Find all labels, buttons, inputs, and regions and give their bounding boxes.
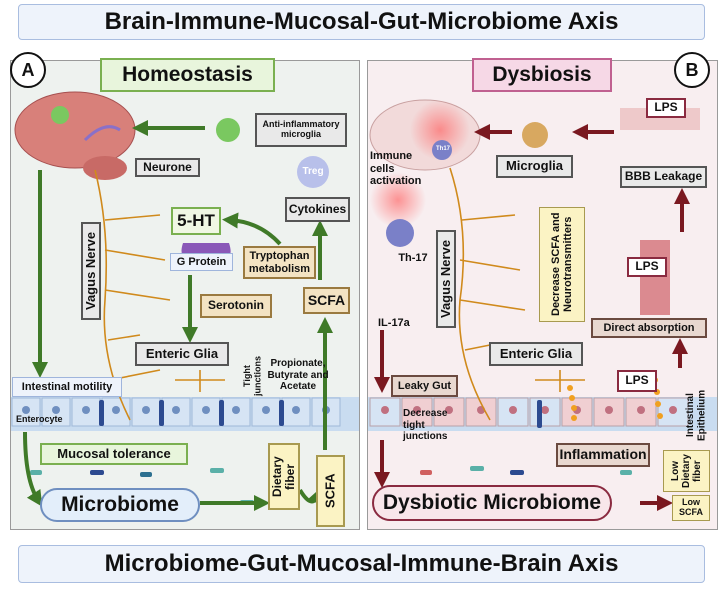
enteric-glia-label-a: Enteric Glia	[135, 342, 229, 366]
tight-junctions-text: Tight junctions	[242, 356, 263, 396]
microbiome-label: Microbiome	[40, 488, 200, 522]
low-scfa-label: Low SCFA	[672, 495, 710, 521]
panel-a-letter: A	[10, 52, 46, 88]
lps-low-label: LPS	[617, 370, 657, 392]
intestinal-epithelium-text: Intestinal Epithelium	[685, 389, 708, 441]
decrease-scfa-label: Decrease SCFA and Neurotransmitters	[539, 207, 585, 322]
dietary-fiber-label: Dietary fiber	[268, 443, 300, 510]
microglia-cell-b	[522, 122, 548, 148]
th17-text: Th-17	[398, 252, 428, 264]
mucosal-tolerance-label: Mucosal tolerance	[40, 443, 188, 465]
enterocyte-text: Enterocyte	[16, 414, 63, 424]
microglia-label: Microglia	[496, 155, 573, 178]
bottom-title: Microbiome-Gut-Mucosal-Immune-Brain Axis	[18, 545, 705, 583]
scfa-label: SCFA	[303, 287, 350, 314]
serotonin-label: Serotonin	[200, 294, 272, 318]
top-title: Brain-Immune-Mucosal-Gut-Microbiome Axis	[18, 4, 705, 40]
lps-mid-label: LPS	[627, 257, 667, 277]
decrease-tight-junctions-text: Decrease tight junctions	[403, 408, 448, 442]
tryptophan-metabolism-label: Tryptophan metabolism	[243, 246, 316, 279]
immune-activation-text: Immune cells activation	[370, 150, 422, 188]
microglia-cell-a	[216, 118, 240, 142]
il17a-text: IL-17a	[378, 317, 410, 329]
green-arrows	[23, 120, 333, 511]
enteric-glia-label-b: Enteric Glia	[489, 342, 583, 366]
vagus-nerve-label-a: Vagus Nerve	[81, 222, 101, 320]
dysbiotic-microbiome-label: Dysbiotic Microbiome	[372, 485, 612, 521]
brain-b-illustration	[369, 99, 481, 228]
anti-inflammatory-microglia-label: Anti-inflammatory microglia	[255, 113, 347, 147]
bbb-leakage-label: BBB Leakage	[620, 166, 707, 188]
cytokines-label: Cytokines	[285, 197, 350, 222]
treg-label: Treg	[302, 166, 324, 177]
epithelium-a	[11, 397, 359, 431]
intestinal-motility-label: Intestinal motility	[12, 377, 122, 397]
vagus-nerve-label-b: Vagus Nerve	[436, 230, 456, 328]
red-arrows	[374, 124, 690, 511]
g-protein-label: G Protein	[170, 253, 233, 271]
direct-absorption-label: Direct absorption	[591, 318, 707, 338]
th17-cell	[386, 219, 414, 247]
scfa-vertical-label: SCFA	[316, 455, 345, 527]
inflammation-label: Inflammation	[556, 443, 650, 467]
treg-cell	[297, 156, 329, 188]
leaky-gut-label: Leaky Gut	[391, 375, 458, 397]
low-dietary-fiber-label: Low Dietary fiber	[663, 450, 710, 492]
lps-top-label: LPS	[646, 98, 686, 118]
epithelium-b	[368, 377, 717, 431]
neurone-label: Neurone	[135, 158, 200, 177]
5ht-label: 5-HT	[171, 207, 221, 235]
brain-a-illustration	[14, 91, 136, 180]
bacteria-b	[420, 466, 632, 475]
panel-b-letter: B	[674, 52, 710, 88]
scfa-types-text: Propionate, Butyrate and Acetate	[267, 358, 329, 392]
dysbiosis-heading: Dysbiosis	[472, 58, 612, 92]
blood-vessel	[640, 240, 670, 315]
homeostasis-heading: Homeostasis	[100, 58, 275, 92]
th17-brain-text: Th17	[435, 146, 450, 152]
